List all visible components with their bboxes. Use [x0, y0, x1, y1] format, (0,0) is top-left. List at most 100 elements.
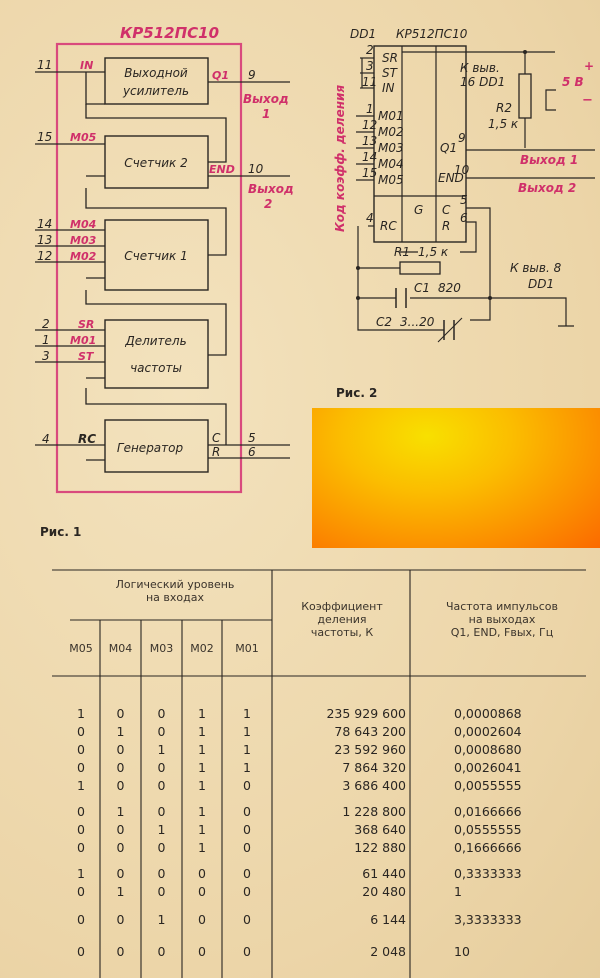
table-cell-m: 0 [116, 840, 125, 855]
to-pin8-l2: DD1 [528, 277, 554, 291]
table-cell-k: 6 144 [370, 912, 406, 927]
table-cell-m: 0 [157, 778, 166, 793]
fig1-pin-numbers-left: 11 15 14 13 12 2 1 3 4 [37, 58, 52, 446]
col-header-m05: M05 [69, 642, 93, 655]
col-header-m03: M03 [149, 642, 174, 655]
plus-sign: + [584, 59, 594, 73]
table-cell-f: 1 [454, 884, 462, 899]
table-cell-m: 0 [198, 912, 206, 927]
amp-label-1: Выходной [124, 66, 188, 80]
table-cell-k: 1 228 800 [342, 804, 406, 819]
table-cell-m: 0 [157, 706, 166, 721]
table-cell-m: 1 [77, 866, 85, 881]
table-cell-m: 0 [77, 944, 85, 959]
pin-m02: M02 [378, 125, 404, 139]
col-header-m04: M04 [108, 642, 133, 655]
table-cell-k: 78 643 200 [334, 724, 406, 739]
pin-name: Q1 [212, 69, 229, 82]
r2-resistor [518, 73, 532, 119]
table-cell-m: 0 [243, 912, 251, 927]
pin-num: 11 [37, 58, 52, 72]
dd1-right-wiring [400, 51, 595, 321]
table-grid [52, 569, 586, 978]
pin-name: M02 [70, 250, 97, 263]
table-cell-m: 1 [243, 724, 251, 739]
pin-name: M03 [70, 234, 97, 247]
table-cell-f: 0,0555555 [454, 822, 522, 837]
table-cell-m: 0 [116, 912, 125, 927]
to-pin16-l1: К выв. [460, 61, 500, 75]
table-cell-m: 0 [198, 866, 206, 881]
table-cell-m: 1 [157, 822, 166, 837]
pin-num: 11 [362, 75, 377, 89]
pin-num: 2 [42, 317, 50, 331]
header-line: Частота импульсов [445, 600, 559, 613]
table-cell-f: 0,1666666 [454, 840, 522, 855]
table-cell-m: 1 [157, 742, 166, 757]
table-cell-m: 1 [116, 724, 125, 739]
figure-1-block-diagram: КР512ПС10 Выходной усилитель Счетчик 2 С… [35, 24, 294, 494]
table-cell-m: 0 [157, 884, 166, 899]
c1-value: 820 [438, 281, 461, 295]
table-cell-m: 0 [157, 760, 166, 775]
pin-num: 9 [458, 131, 466, 145]
table-cell-k: 23 592 960 [334, 742, 406, 757]
table-cell-m: 0 [116, 706, 125, 721]
pin-name: IN [80, 59, 93, 72]
pin-num: 3 [42, 349, 50, 363]
table-cell-f: 10 [454, 944, 470, 959]
table-cell-m: 0 [198, 884, 206, 899]
pin-name: END [209, 163, 235, 176]
pin-name: M04 [70, 218, 96, 231]
table-cell-f: 0,0026041 [454, 760, 522, 775]
fig1-out1-l1: Выход [243, 92, 289, 106]
table-cell-k: 2 048 [370, 944, 406, 959]
pin-num: 10 [454, 163, 470, 177]
table-cell-m: 1 [243, 742, 251, 757]
pin-name: SR [78, 318, 94, 331]
fig1-out2-l2: 2 [264, 197, 272, 211]
table-cell-k: 3 686 400 [342, 778, 406, 793]
r2-label: R2 [496, 101, 512, 115]
table-cell-m: 1 [198, 822, 206, 837]
table-cell-m: 0 [116, 866, 125, 881]
table-cell-m: 1 [198, 724, 206, 739]
table-cell-m: 0 [243, 944, 251, 959]
divider-block [104, 319, 209, 389]
table-cell-m: 0 [157, 724, 166, 739]
fig1-wiring [35, 71, 290, 461]
pin-num: 3 [366, 59, 374, 73]
table-cell-m: 1 [77, 706, 85, 721]
table-cell-m: 1 [198, 840, 206, 855]
pin-num: 5 [460, 193, 468, 207]
table-cell-k: 235 929 600 [326, 706, 406, 721]
table-cell-f: 0,3333333 [454, 866, 522, 881]
table-cell-m: 0 [77, 742, 85, 757]
pin-num: 4 [366, 211, 374, 225]
table-cell-k: 20 480 [362, 884, 406, 899]
pin-num: 9 [248, 68, 256, 82]
pin-c: C [442, 203, 451, 217]
pin-num: 12 [362, 118, 377, 132]
table-cell-m: 1 [198, 804, 206, 819]
table-cell-m: 1 [198, 778, 206, 793]
pin-name: C [212, 431, 221, 445]
table-cell-m: 0 [77, 724, 85, 739]
table-cell-m: 0 [77, 804, 85, 819]
table-cell-f: 0,0008680 [454, 742, 522, 757]
table-cell-k: 7 864 320 [342, 760, 406, 775]
fig1-out1-l2: 1 [262, 107, 270, 121]
pin-num: 6 [460, 211, 468, 225]
division-ratio-table: Логический уровень на входах Коэффициент… [0, 560, 600, 978]
to-pin8-l1: К выв. 8 [510, 261, 562, 275]
header-line: Коэффициент [301, 600, 383, 613]
r1-resistor [399, 261, 441, 275]
table-cell-m: 1 [243, 760, 251, 775]
header-line: деления [317, 613, 367, 626]
pin-name: ST [78, 350, 95, 363]
table-cell-m: 1 [116, 884, 125, 899]
table-cell-f: 0,0002604 [454, 724, 522, 739]
table-cell-m: 0 [116, 760, 125, 775]
fig1-pins-right: Q1 9 END 10 C 5 R 6 [209, 68, 264, 459]
